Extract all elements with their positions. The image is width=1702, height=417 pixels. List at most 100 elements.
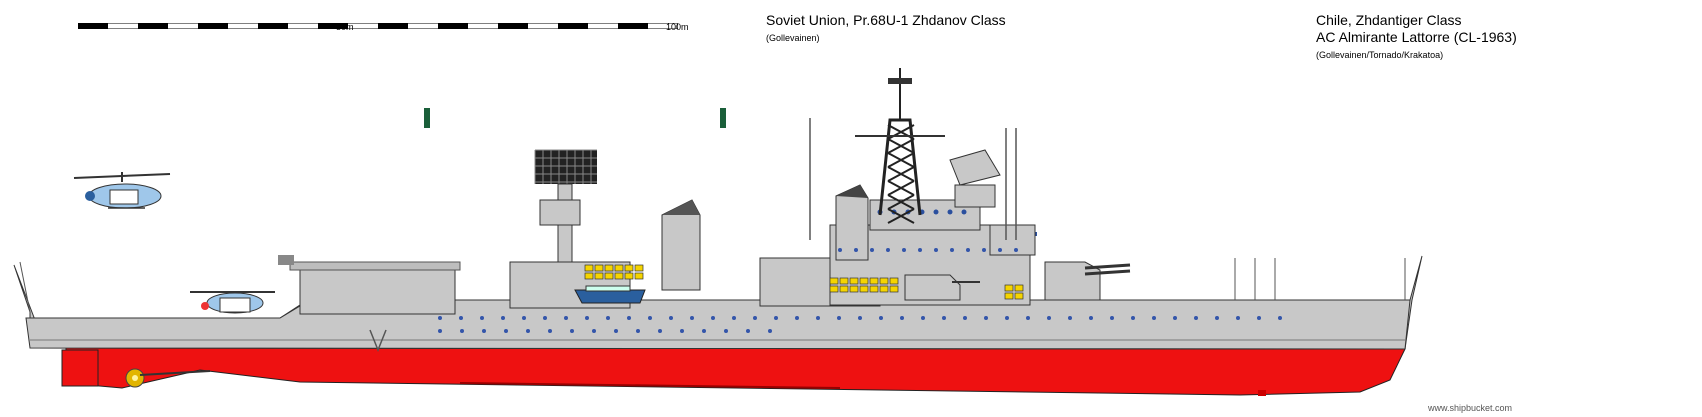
fire-control-director xyxy=(949,149,1001,208)
life-raft xyxy=(614,272,624,280)
rail-block xyxy=(278,255,294,265)
lattice-strut xyxy=(887,208,915,224)
porthole xyxy=(636,329,640,333)
life-raft xyxy=(1004,292,1014,300)
keel-marker xyxy=(1258,390,1266,396)
porthole xyxy=(711,316,715,320)
life-raft xyxy=(634,264,644,272)
porthole xyxy=(768,329,772,333)
scale-segment xyxy=(618,23,648,29)
scale-segment xyxy=(78,23,108,29)
porthole xyxy=(1110,316,1114,320)
life-raft xyxy=(869,285,879,293)
scale-segment xyxy=(258,23,288,29)
anchor-mark xyxy=(369,329,387,353)
right-caption-credit: (Gollevainen/Tornado/Krakatoa) xyxy=(1316,50,1444,60)
porthole xyxy=(1152,316,1156,320)
porthole xyxy=(690,316,694,320)
hull-underwater xyxy=(65,347,1406,396)
porthole xyxy=(482,329,486,333)
life-raft xyxy=(849,285,859,293)
scale-segment xyxy=(138,23,168,29)
porthole xyxy=(774,316,778,320)
porthole xyxy=(858,316,862,320)
super-window xyxy=(982,248,986,252)
lattice-strut xyxy=(887,166,915,182)
porthole xyxy=(879,316,883,320)
porthole xyxy=(963,316,967,320)
scale-segment xyxy=(198,23,228,29)
life-raft xyxy=(624,272,634,280)
life-raft xyxy=(634,272,644,280)
bridge-window xyxy=(961,209,967,215)
scale-segment xyxy=(498,23,528,29)
porthole xyxy=(564,316,568,320)
porthole xyxy=(504,329,508,333)
left-caption-title: Soviet Union, Pr.68U-1 Zhdanov Class xyxy=(766,12,1006,28)
porthole xyxy=(669,316,673,320)
porthole xyxy=(480,316,484,320)
porthole xyxy=(1278,316,1282,320)
life-raft xyxy=(1014,284,1024,292)
life-raft xyxy=(584,264,594,272)
life-raft xyxy=(879,285,889,293)
scale-label-100m: 100m xyxy=(666,22,689,32)
propeller-shaft xyxy=(139,370,211,376)
scale-segment xyxy=(558,23,588,29)
left-caption-credit: (Gollevainen) xyxy=(766,33,820,43)
life-raft xyxy=(614,264,624,272)
porthole xyxy=(732,316,736,320)
life-raft xyxy=(829,285,839,293)
porthole xyxy=(570,329,574,333)
porthole xyxy=(1005,316,1009,320)
porthole xyxy=(1173,316,1177,320)
porthole xyxy=(984,316,988,320)
life-raft xyxy=(839,277,849,285)
lattice-strut xyxy=(887,180,915,196)
porthole xyxy=(1215,316,1219,320)
super-window xyxy=(934,248,938,252)
keel-line xyxy=(459,382,841,389)
scale-segment xyxy=(378,23,408,29)
lattice-strut xyxy=(887,194,915,210)
porthole xyxy=(614,329,618,333)
super-window xyxy=(950,248,954,252)
life-raft xyxy=(869,277,879,285)
hangar-rail xyxy=(289,261,461,271)
bridge-window xyxy=(947,209,953,215)
life-raft xyxy=(1004,284,1014,292)
porthole xyxy=(816,316,820,320)
porthole xyxy=(658,329,662,333)
missile-icon-1 xyxy=(424,108,430,128)
porthole xyxy=(522,316,526,320)
porthole xyxy=(702,329,706,333)
porthole xyxy=(795,316,799,320)
life-raft xyxy=(624,264,634,272)
porthole xyxy=(1257,316,1261,320)
life-raft xyxy=(859,285,869,293)
lattice-mast xyxy=(855,68,945,224)
boat-blue xyxy=(574,285,646,304)
scale-segment xyxy=(318,23,348,29)
porthole xyxy=(1026,316,1030,320)
porthole xyxy=(724,329,728,333)
life-raft xyxy=(849,277,859,285)
porthole xyxy=(942,316,946,320)
porthole xyxy=(548,329,552,333)
porthole xyxy=(438,329,442,333)
scale-label-50m: 50m xyxy=(336,22,354,32)
porthole xyxy=(585,316,589,320)
porthole xyxy=(606,316,610,320)
porthole xyxy=(438,316,442,320)
life-raft xyxy=(584,272,594,280)
super-window xyxy=(1014,248,1018,252)
life-raft xyxy=(839,285,849,293)
right-caption-line2: AC Almirante Lattorre (CL-1963) xyxy=(1316,29,1517,45)
mid-turret xyxy=(904,274,980,301)
missile-icon-2 xyxy=(720,108,726,128)
life-raft xyxy=(1014,292,1024,300)
life-raft xyxy=(594,264,604,272)
life-raft xyxy=(889,285,899,293)
aft-radar-array xyxy=(534,149,597,265)
fwd-bridge xyxy=(989,224,1036,256)
